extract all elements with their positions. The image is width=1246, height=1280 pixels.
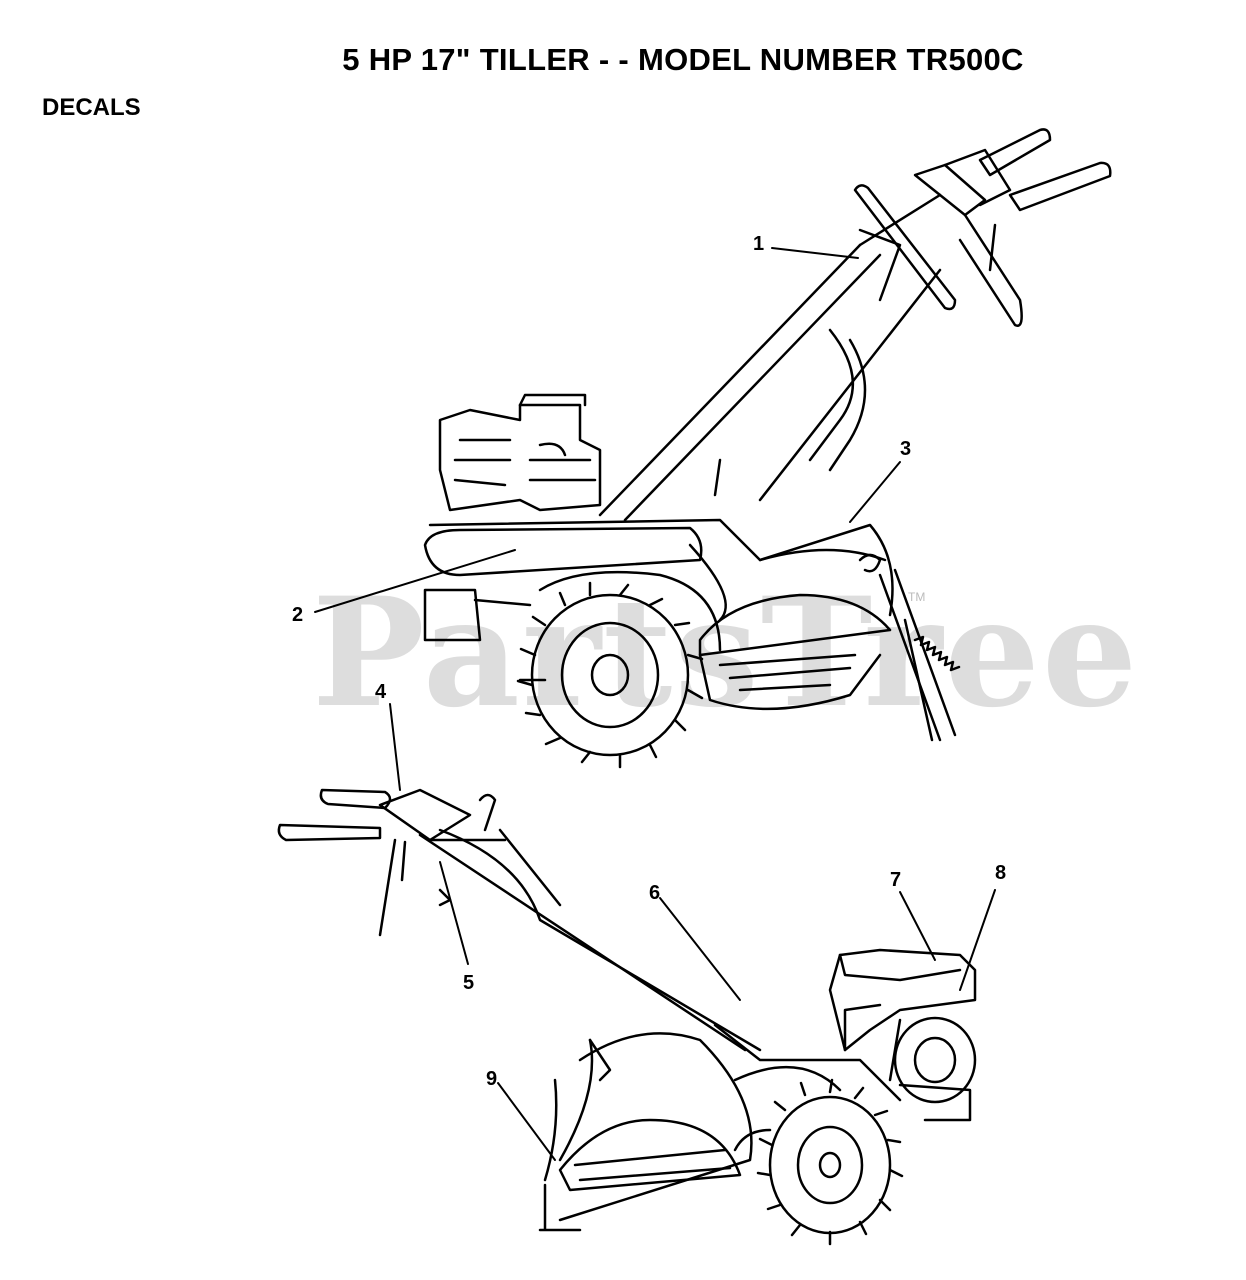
callout-4: 4 xyxy=(375,681,387,703)
callout-leaders xyxy=(314,247,996,1161)
trademark-symbol: TM xyxy=(908,590,926,604)
bottom-tiller-illustration xyxy=(277,788,977,1246)
page-title: 5 HP 17" TILLER - - MODEL NUMBER TR500C xyxy=(342,42,1024,77)
callout-3: 3 xyxy=(900,438,912,460)
callout-2: 2 xyxy=(292,604,304,626)
callout-5: 5 xyxy=(463,972,475,994)
callout-8: 8 xyxy=(995,862,1007,884)
callout-6: 6 xyxy=(649,882,661,904)
callout-1: 1 xyxy=(753,233,765,255)
top-tiller-illustration xyxy=(423,128,1112,769)
callout-7: 7 xyxy=(890,869,902,891)
callout-9: 9 xyxy=(486,1068,498,1090)
section-title: DECALS xyxy=(42,94,141,121)
